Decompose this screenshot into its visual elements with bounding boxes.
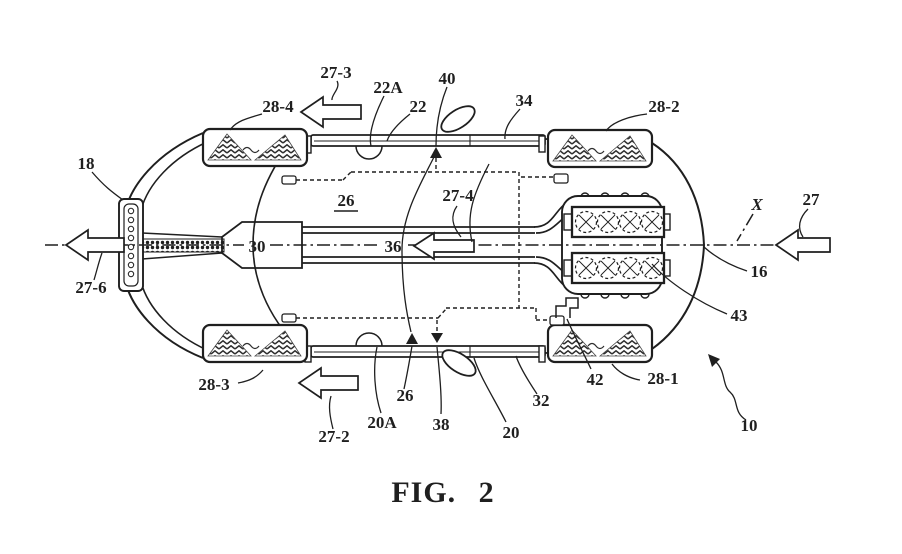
ref-label-26-top: 26 bbox=[338, 191, 355, 210]
ref-label-27-4: 27-4 bbox=[442, 186, 474, 205]
ref-label-43: 43 bbox=[731, 306, 748, 325]
ref-label-16: 16 bbox=[751, 262, 768, 281]
ref-label-22: 22 bbox=[410, 97, 427, 116]
bracket-20A-arc bbox=[355, 332, 383, 347]
axis-x-leader bbox=[736, 213, 754, 242]
ref-label-42: 42 bbox=[587, 370, 604, 389]
ref-label-22A: 22A bbox=[373, 78, 403, 97]
ref-label-10: 10 bbox=[741, 416, 758, 435]
figure-caption: FIG. 2 bbox=[391, 476, 494, 509]
ref-label-27-3: 27-3 bbox=[320, 63, 351, 82]
ref-label-18: 18 bbox=[78, 154, 95, 173]
rocker-rail-bottom bbox=[304, 332, 546, 363]
sensor-wiring-dashed bbox=[281, 147, 579, 344]
wheel-28-3 bbox=[201, 323, 309, 364]
motor-module-upper bbox=[570, 205, 666, 239]
arrowhead-10 bbox=[708, 354, 720, 367]
ref-label-40: 40 bbox=[439, 69, 456, 88]
ref-label-27-6: 27-6 bbox=[75, 278, 106, 297]
sensor-marker bbox=[281, 313, 297, 323]
direction-arrow-27-6 bbox=[64, 228, 125, 262]
wheel-28-1 bbox=[546, 323, 654, 364]
ref-label-36: 36 bbox=[385, 237, 402, 256]
ref-label-34: 34 bbox=[516, 91, 534, 110]
flow-arrow-down-bottom bbox=[431, 333, 443, 343]
rocker-rail-top bbox=[304, 134, 546, 160]
direction-arrow-27-4 bbox=[412, 231, 475, 261]
flow-arrow-up-top bbox=[430, 147, 442, 158]
direction-arrow-27-2 bbox=[297, 366, 359, 400]
leader-lines bbox=[91, 80, 809, 430]
wheel-28-4 bbox=[201, 127, 309, 168]
side-mirror-top bbox=[440, 105, 476, 133]
sensor-marker bbox=[553, 173, 569, 184]
ref-label-X: X bbox=[750, 195, 763, 214]
gearbox-30 bbox=[221, 221, 303, 269]
direction-arrow-27 bbox=[774, 228, 831, 262]
ref-label-20A: 20A bbox=[367, 413, 397, 432]
ref-label-27: 27 bbox=[803, 190, 821, 209]
ref-label-26-bottom: 26 bbox=[397, 386, 414, 405]
rear-drive-unit bbox=[561, 192, 671, 299]
drivetrain bbox=[141, 202, 571, 288]
sensor-marker bbox=[549, 315, 565, 326]
ref-label-38: 38 bbox=[433, 415, 450, 434]
sensor-marker bbox=[281, 175, 297, 185]
windshield-arc bbox=[252, 148, 300, 349]
bracket-42 bbox=[555, 297, 579, 318]
ref-label-28-4: 28-4 bbox=[262, 97, 294, 116]
ref-label-32: 32 bbox=[533, 391, 550, 410]
ref-label-28-2: 28-2 bbox=[648, 97, 679, 116]
motor-module-lower bbox=[570, 251, 666, 285]
ref-label-27-2: 27-2 bbox=[318, 427, 349, 446]
ref-label-28-3: 28-3 bbox=[198, 375, 229, 394]
side-mirror-bottom bbox=[441, 349, 477, 377]
ref-label-20: 20 bbox=[503, 423, 520, 442]
ref-label-28-1: 28-1 bbox=[647, 369, 678, 388]
bracket-22A-arc bbox=[355, 145, 383, 160]
direction-arrow-27-3 bbox=[299, 95, 362, 129]
flow-arrow-up-bottom bbox=[406, 333, 418, 344]
leader-10 bbox=[715, 361, 747, 421]
drive-shaft-36 bbox=[302, 226, 535, 264]
ref-label-30: 30 bbox=[249, 237, 266, 256]
wheel-28-2 bbox=[546, 128, 654, 169]
